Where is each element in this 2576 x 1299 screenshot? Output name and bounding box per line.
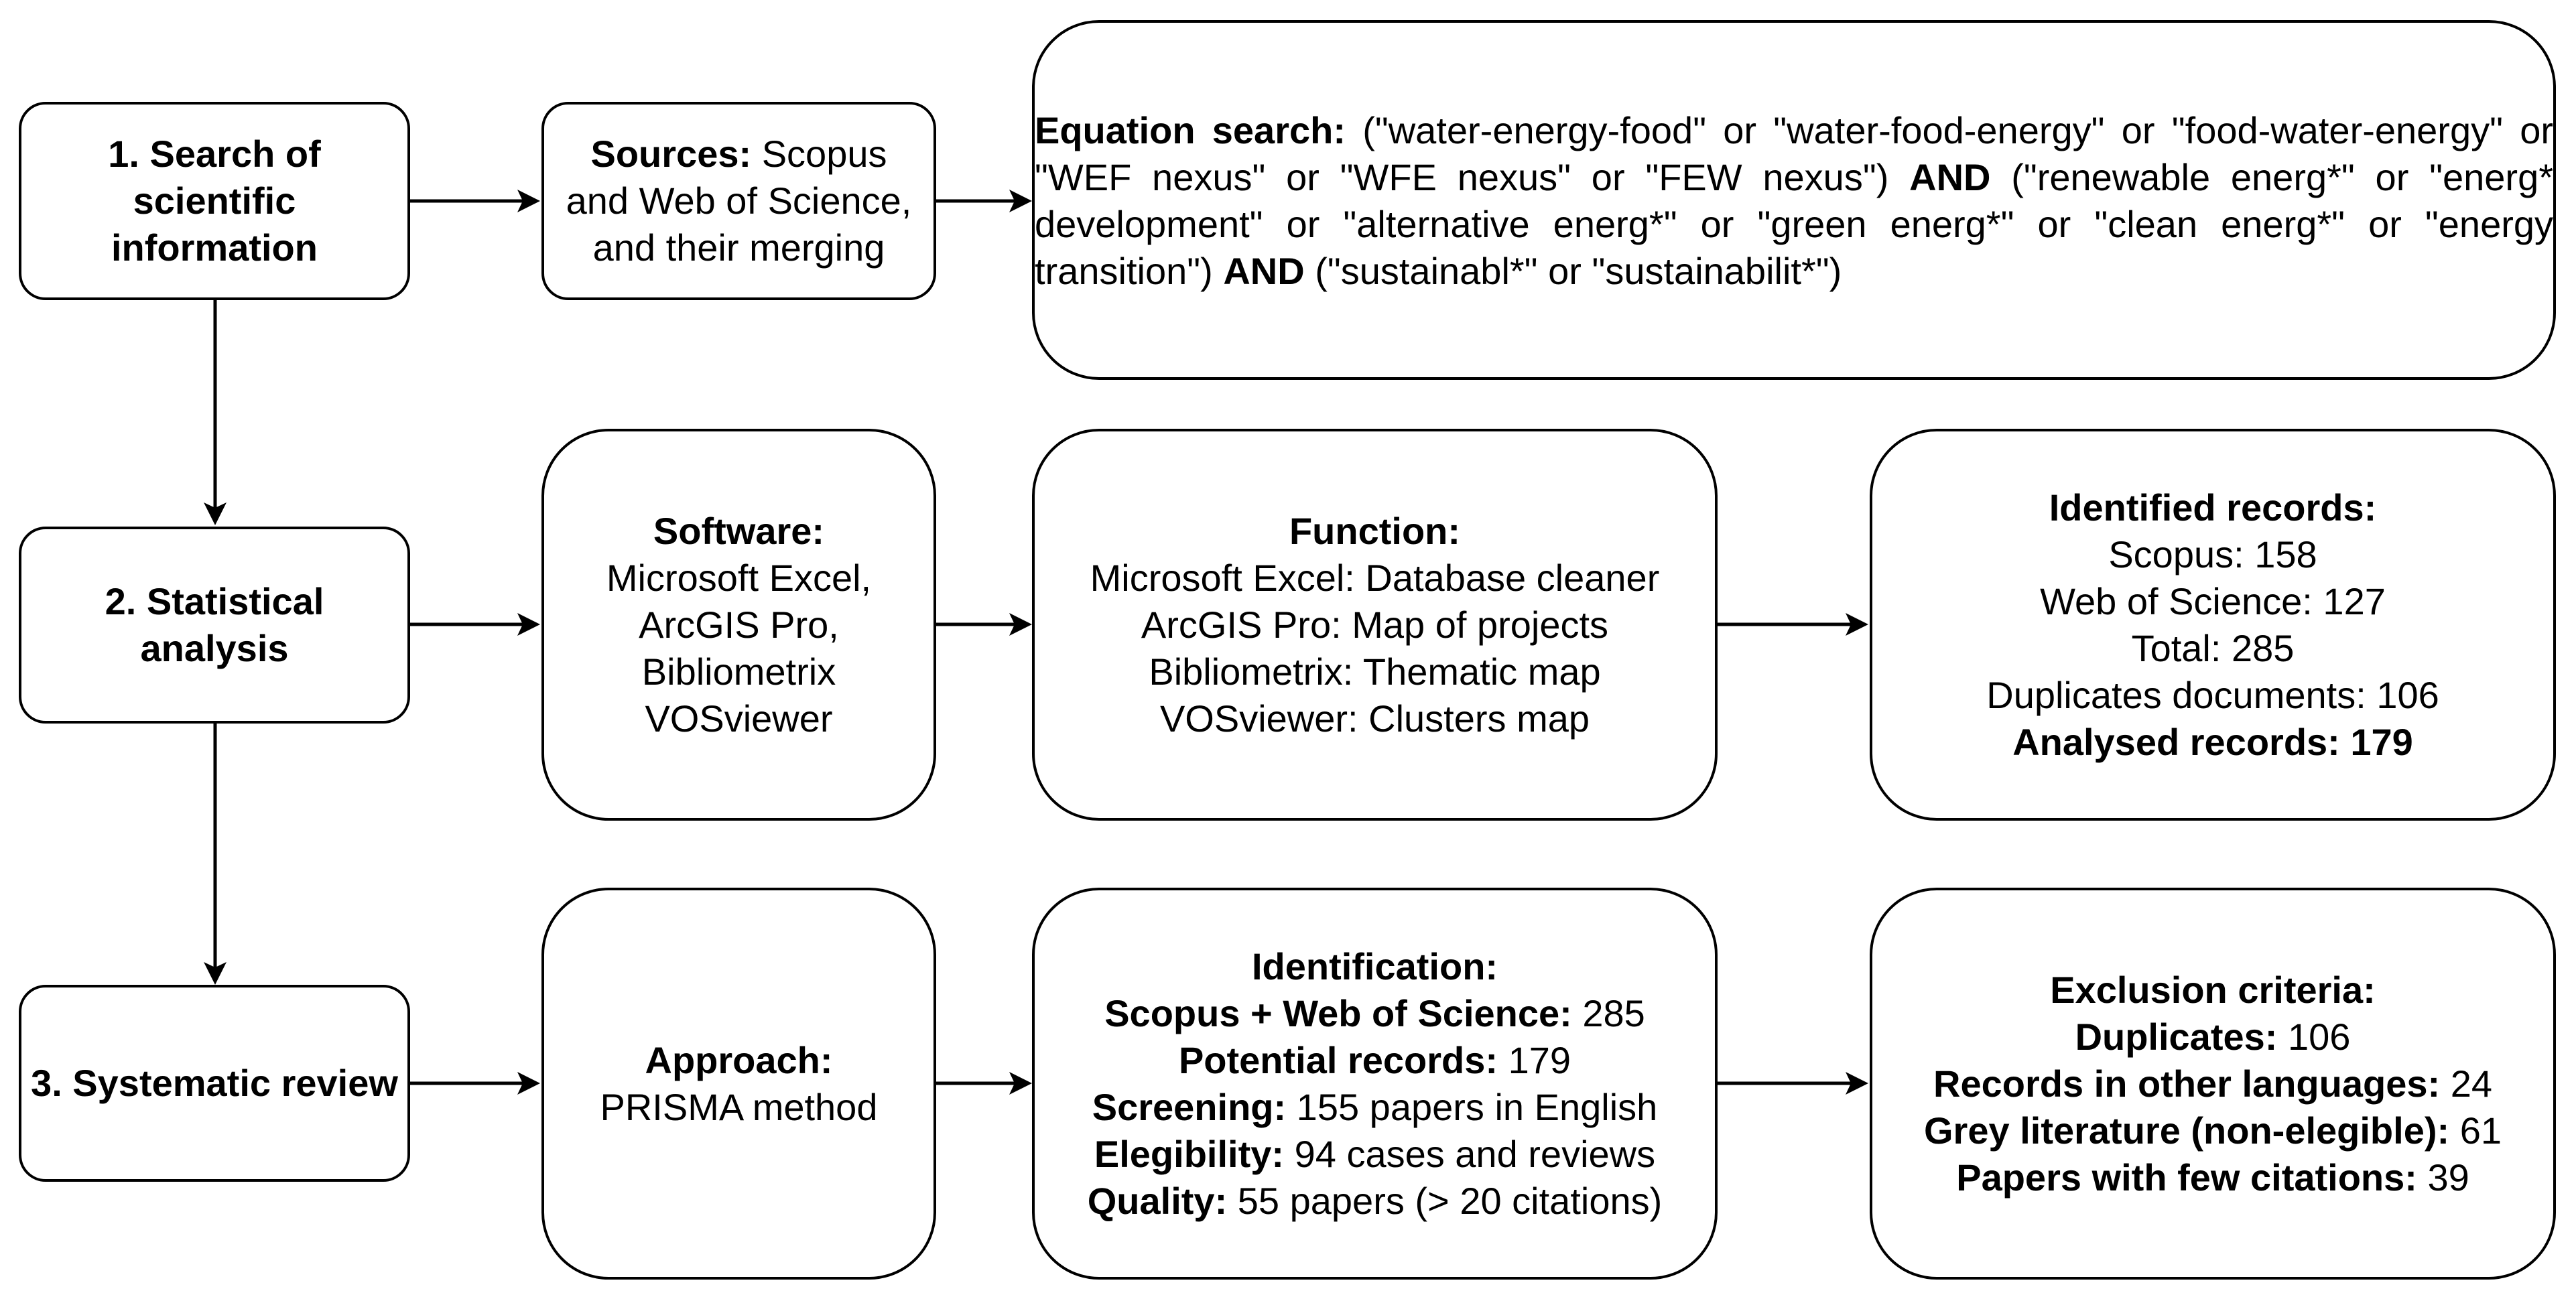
identified-records-item: Web of Science: 127	[2040, 579, 2386, 622]
software-item: VOSviewer	[645, 697, 833, 740]
equation-part-3: ("sustainabl*" or "sustainabilit*")	[1304, 250, 1842, 292]
analysed-records: Analysed records: 179	[2012, 720, 2413, 763]
software-item: Bibliometrix	[641, 650, 836, 693]
software-box: Software: Microsoft Excel, ArcGIS Pro, B…	[541, 429, 936, 821]
function-item: VOSviewer: Clusters map	[1159, 697, 1590, 740]
exclusion-value: 39	[2417, 1156, 2469, 1199]
identification-key: Scopus + Web of Science:	[1104, 992, 1572, 1034]
equation-part-2: ("renewable energ*" or "energ* developme…	[1035, 156, 2553, 292]
exclusion-criteria-box: Exclusion criteria: Duplicates: 106 Reco…	[1870, 888, 2556, 1280]
function-item: Bibliometrix: Thematic map	[1149, 650, 1601, 693]
approach-box: Approach: PRISMA method	[541, 888, 936, 1280]
identification-row: Quality: 55 papers (> 20 citations)	[1088, 1178, 1663, 1225]
exclusion-row: Papers with few citations: 39	[1924, 1154, 2502, 1201]
function-label: Function:	[1289, 509, 1461, 552]
exclusion-row: Duplicates: 106	[1924, 1014, 2502, 1061]
identification-value: 94 cases and reviews	[1284, 1132, 1656, 1175]
software-item: Microsoft Excel,	[606, 556, 872, 599]
step-1-title: 1. Search of scientific information	[108, 133, 321, 269]
software-item: ArcGIS Pro,	[639, 603, 839, 646]
identification-row: Elegibility: 94 cases and reviews	[1088, 1131, 1663, 1178]
identification-value: 155 papers in English	[1286, 1085, 1658, 1128]
identification-row: Potential records: 179	[1088, 1037, 1663, 1084]
identification-value: 55 papers (> 20 citations)	[1227, 1179, 1663, 1222]
identification-box: Identification: Scopus + Web of Science:…	[1032, 888, 1718, 1280]
software-label: Software:	[653, 509, 825, 552]
exclusion-key: Papers with few citations:	[1956, 1156, 2417, 1199]
identification-value: 179	[1498, 1038, 1571, 1081]
exclusion-key: Duplicates:	[2075, 1015, 2278, 1058]
exclusion-value: 24	[2440, 1062, 2492, 1105]
equation-part-1: ("water-energy-food" or "water-food-ener…	[1035, 109, 2553, 198]
exclusion-row: Grey literature (non-elegible): 61	[1924, 1107, 2502, 1154]
identified-records-item: Scopus: 158	[2108, 533, 2317, 575]
step-3-box: 3. Systematic review	[19, 985, 410, 1182]
identification-row: Screening: 155 papers in English	[1088, 1084, 1663, 1131]
function-box: Function: Microsoft Excel: Database clea…	[1032, 429, 1718, 821]
identification-row: Scopus + Web of Science: 285	[1088, 990, 1663, 1037]
exclusion-key: Records in other languages:	[1933, 1062, 2441, 1105]
step-2-box: 2. Statistical analysis	[19, 527, 410, 724]
equation-and-2: AND	[1223, 250, 1305, 292]
equation-label: Equation search:	[1035, 109, 1346, 151]
exclusion-criteria-label: Exclusion criteria:	[2050, 968, 2376, 1011]
sources-label: Sources:	[590, 133, 752, 175]
identification-label: Identification:	[1251, 945, 1498, 987]
identification-value: 285	[1571, 992, 1645, 1034]
equation-and-1: AND	[1909, 156, 1991, 198]
identification-key: Screening:	[1092, 1085, 1287, 1128]
equation-box: Equation search: ("water-energy-food" or…	[1032, 20, 2556, 380]
identified-records-box: Identified records: Scopus: 158 Web of S…	[1870, 429, 2556, 821]
exclusion-value: 106	[2277, 1015, 2351, 1058]
sources-box: Sources: Scopus and Web of Science, and …	[541, 102, 936, 300]
equation-text: Equation search: ("water-energy-food" or…	[1035, 107, 2553, 295]
identified-records-item: Duplicates documents: 106	[1986, 673, 2439, 716]
sources-text: Scopus and Web of Science, and their mer…	[566, 133, 912, 269]
approach-text: PRISMA method	[600, 1085, 878, 1128]
identified-records-label: Identified records:	[2049, 486, 2377, 529]
identified-records-item: Total: 285	[2131, 626, 2295, 669]
step-2-title: 2. Statistical analysis	[105, 580, 324, 669]
function-item: ArcGIS Pro: Map of projects	[1141, 603, 1609, 646]
identification-key: Potential records:	[1178, 1038, 1498, 1081]
step-3-title: 3. Systematic review	[31, 1062, 398, 1104]
step-1-box: 1. Search of scientific information	[19, 102, 410, 300]
exclusion-value: 61	[2449, 1109, 2502, 1152]
exclusion-row: Records in other languages: 24	[1924, 1061, 2502, 1107]
function-item: Microsoft Excel: Database cleaner	[1090, 556, 1660, 599]
exclusion-key: Grey literature (non-elegible):	[1924, 1109, 2450, 1152]
approach-label: Approach:	[645, 1038, 833, 1081]
identification-key: Elegibility:	[1094, 1132, 1285, 1175]
identification-key: Quality:	[1087, 1179, 1228, 1222]
